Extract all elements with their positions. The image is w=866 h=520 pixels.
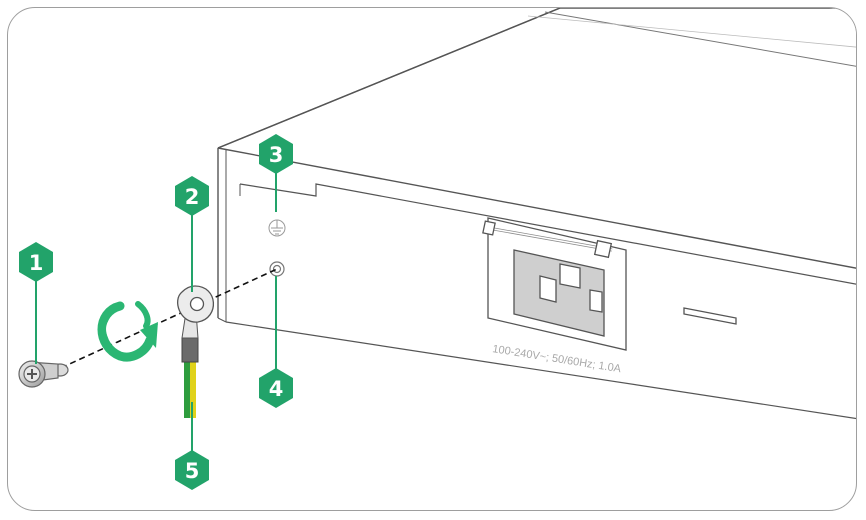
svg-text:4: 4 — [269, 377, 284, 401]
svg-text:2: 2 — [185, 185, 200, 209]
svg-text:3: 3 — [269, 143, 284, 167]
screw-icon — [18, 360, 69, 388]
svg-text:5: 5 — [185, 459, 200, 483]
rotate-arrow-icon — [97, 301, 158, 362]
switch-chassis — [217, 8, 856, 421]
grounding-hole — [269, 261, 285, 277]
ring-terminal — [177, 285, 215, 323]
svg-text:1: 1 — [29, 251, 44, 275]
alignment-dashed-line — [51, 268, 278, 373]
grounding-cable — [181, 311, 199, 418]
ground-symbol-icon — [268, 219, 286, 237]
callout-4: 4 — [259, 368, 293, 408]
power-rating-label: 100-240V~; 50/60Hz; 1.0A — [492, 343, 623, 375]
callout-5: 5 — [175, 450, 209, 490]
callout-1: 1 — [19, 242, 53, 282]
callout-3: 3 — [259, 134, 293, 174]
vent-slot — [683, 307, 737, 325]
callout-2: 2 — [175, 176, 209, 216]
callout-leaders — [35, 152, 277, 468]
power-socket — [482, 217, 627, 351]
